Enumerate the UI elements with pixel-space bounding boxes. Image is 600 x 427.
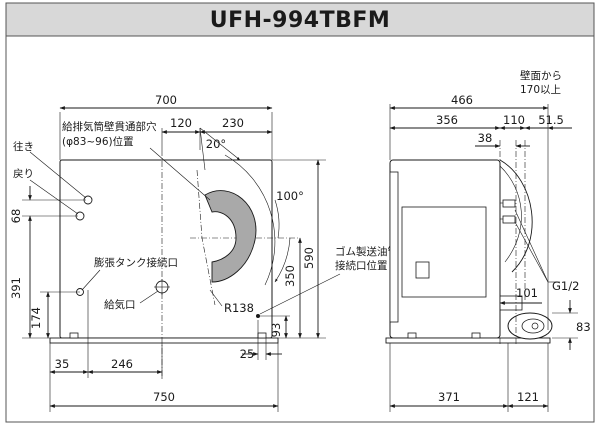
dim-120: 120: [170, 116, 192, 130]
side-front-step: [389, 171, 399, 323]
side-gauge: [415, 261, 430, 279]
foot-right: [257, 332, 267, 339]
side-foot-2: [471, 332, 481, 339]
side-view: 壁面から 170以上 466 356 110 51.5 38 G1/2 101 …: [385, 69, 591, 412]
side-fitting-lower: [502, 215, 516, 224]
title-bar: [5, 2, 595, 37]
dim-51-5: 51.5: [538, 113, 564, 127]
label-flue-hole: 給排気筒壁貫通部穴: [62, 120, 157, 133]
dim-350: 350: [283, 265, 297, 287]
dim-466: 466: [451, 93, 473, 107]
duct-swing-arc: [224, 154, 276, 286]
dim-35: 35: [55, 357, 70, 371]
dim-110: 110: [503, 113, 525, 127]
dim-174: 174: [29, 307, 43, 329]
dim-38: 38: [478, 131, 493, 145]
flue-duct: [204, 190, 257, 283]
label-wall-clearance-1: 壁面から: [520, 69, 562, 82]
foot-left: [69, 332, 79, 339]
label-oil-pipe-line1: ゴム製送油管: [335, 245, 398, 258]
dim-230: 230: [222, 116, 244, 130]
base-plate: [49, 337, 279, 344]
side-base: [385, 337, 551, 344]
dim-590: 590: [302, 247, 316, 269]
dim-93: 93: [269, 323, 283, 338]
dim-700: 700: [155, 93, 177, 107]
label-expansion-tank: 膨張タンク接続口: [94, 256, 178, 269]
label-radius: R138: [224, 301, 254, 315]
dim-371: 371: [438, 390, 460, 404]
dim-25: 25: [240, 347, 255, 361]
dim-121: 121: [517, 390, 539, 404]
side-foot-1: [407, 332, 417, 339]
front-view: 700 120 230 20° 100° 給排気筒壁貫通部穴 (φ83~96)位…: [9, 93, 398, 412]
dim-68: 68: [9, 209, 23, 224]
label-wall-clearance-2: 170以上: [520, 84, 561, 96]
angle-arc-100: [274, 199, 280, 239]
dim-356: 356: [436, 113, 458, 127]
label-g1-2: G1/2: [552, 279, 579, 293]
angle-100: 100°: [276, 189, 304, 203]
label-return: 戻り: [13, 167, 34, 180]
side-access-panel: [401, 206, 487, 298]
dim-391: 391: [9, 277, 23, 299]
angle-20: 20°: [206, 137, 226, 151]
label-air-intake: 給気口: [104, 298, 136, 311]
dim-246: 246: [111, 357, 133, 371]
label-supply: 往き: [13, 140, 34, 153]
dim-83: 83: [576, 320, 591, 334]
model-title: UFH-994TBFM: [210, 8, 391, 33]
side-fitting-upper: [502, 199, 516, 208]
label-oil-pipe-line2: 接続口位置: [335, 259, 388, 272]
side-duct-arc: [499, 159, 533, 273]
dim-101: 101: [516, 286, 538, 300]
label-flue-hole-size: (φ83~96)位置: [62, 135, 134, 148]
dim-750: 750: [153, 390, 175, 404]
